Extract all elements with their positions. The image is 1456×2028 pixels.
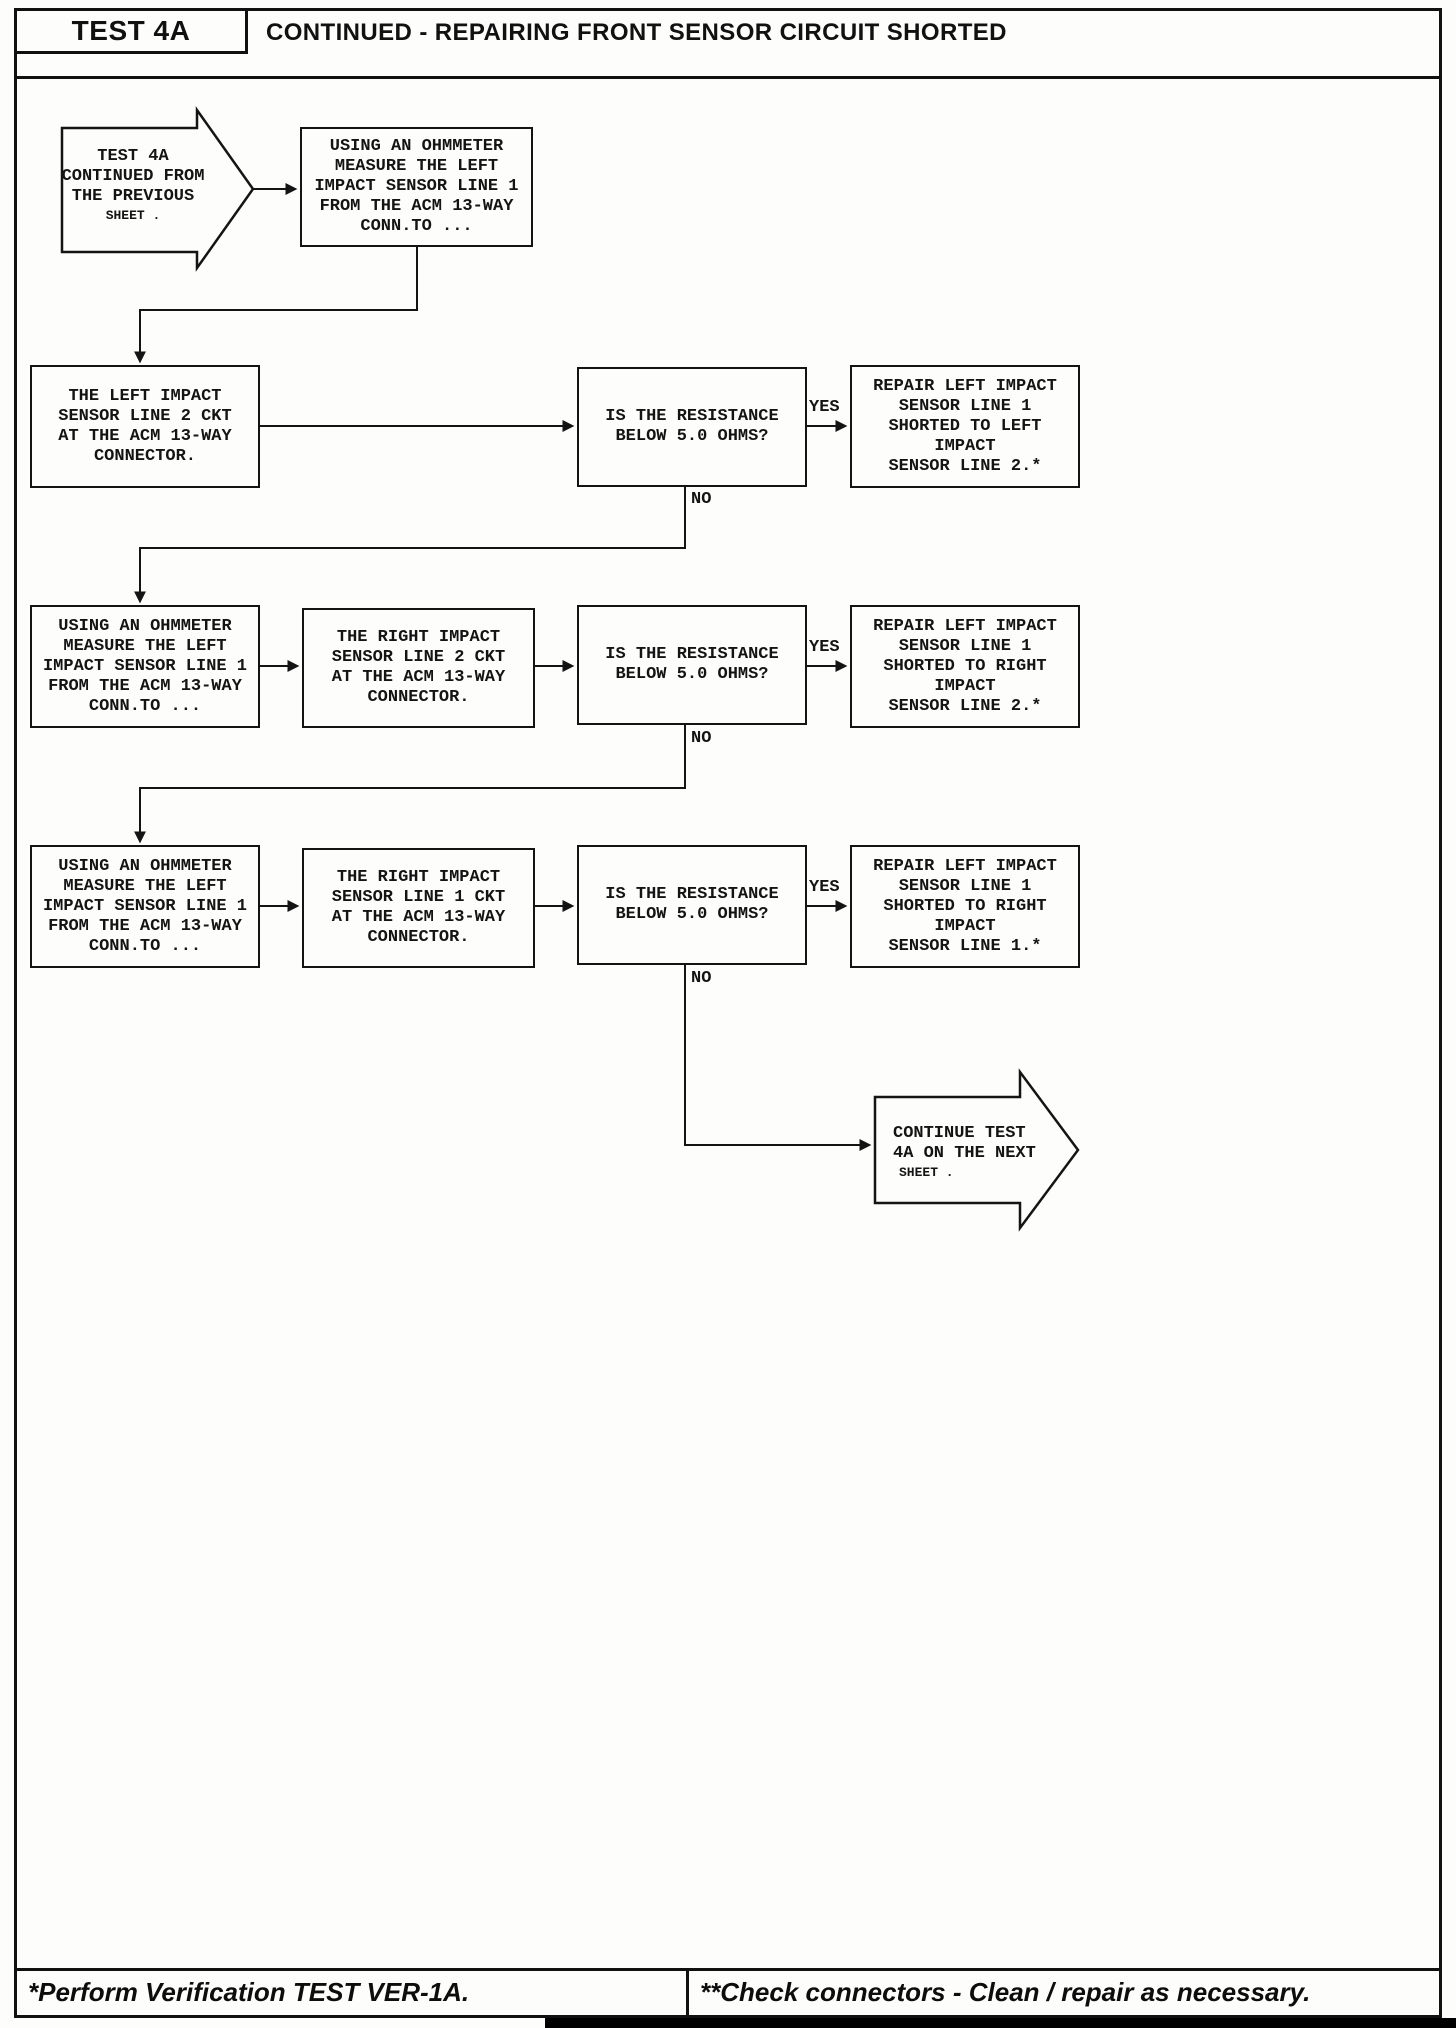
- test-id-label: TEST 4A: [71, 15, 191, 46]
- footnote-verification: *Perform Verification TEST VER-1A.: [28, 1977, 470, 2007]
- no-label-1: NO: [691, 490, 712, 509]
- footer-divider: [14, 1968, 1442, 1971]
- page-border: [14, 8, 1442, 2018]
- no-label-3: NO: [691, 969, 712, 988]
- connector-measure1-to-leftline2: [134, 247, 418, 364]
- footer-vertical-divider: [686, 1968, 689, 2018]
- connector-decision1-no: [134, 487, 686, 604]
- start-offpage-connector-shape: [60, 106, 255, 272]
- header-divider: [14, 76, 1442, 79]
- yes-label-2: YES: [809, 638, 840, 657]
- footnote-connectors: **Check connectors - Clean / repair as n…: [700, 1977, 1311, 2007]
- connector-decision2-no: [134, 725, 686, 844]
- connector-decision3-no-to-continue: [684, 965, 872, 1151]
- no-label-2: NO: [691, 729, 712, 748]
- test-id-box: TEST 4A: [14, 8, 248, 54]
- scan-artifact-bar: [545, 2018, 1456, 2028]
- start-connector-sheet-label: SHEET .: [105, 208, 161, 223]
- continue-connector-sheet-label: SHEET .: [899, 1165, 954, 1180]
- yes-label-3: YES: [809, 878, 840, 897]
- page-title: CONTINUED - REPAIRING FRONT SENSOR CIRCU…: [266, 19, 1007, 46]
- yes-label-1: YES: [809, 398, 840, 417]
- continue-offpage-connector-shape: [873, 1068, 1080, 1232]
